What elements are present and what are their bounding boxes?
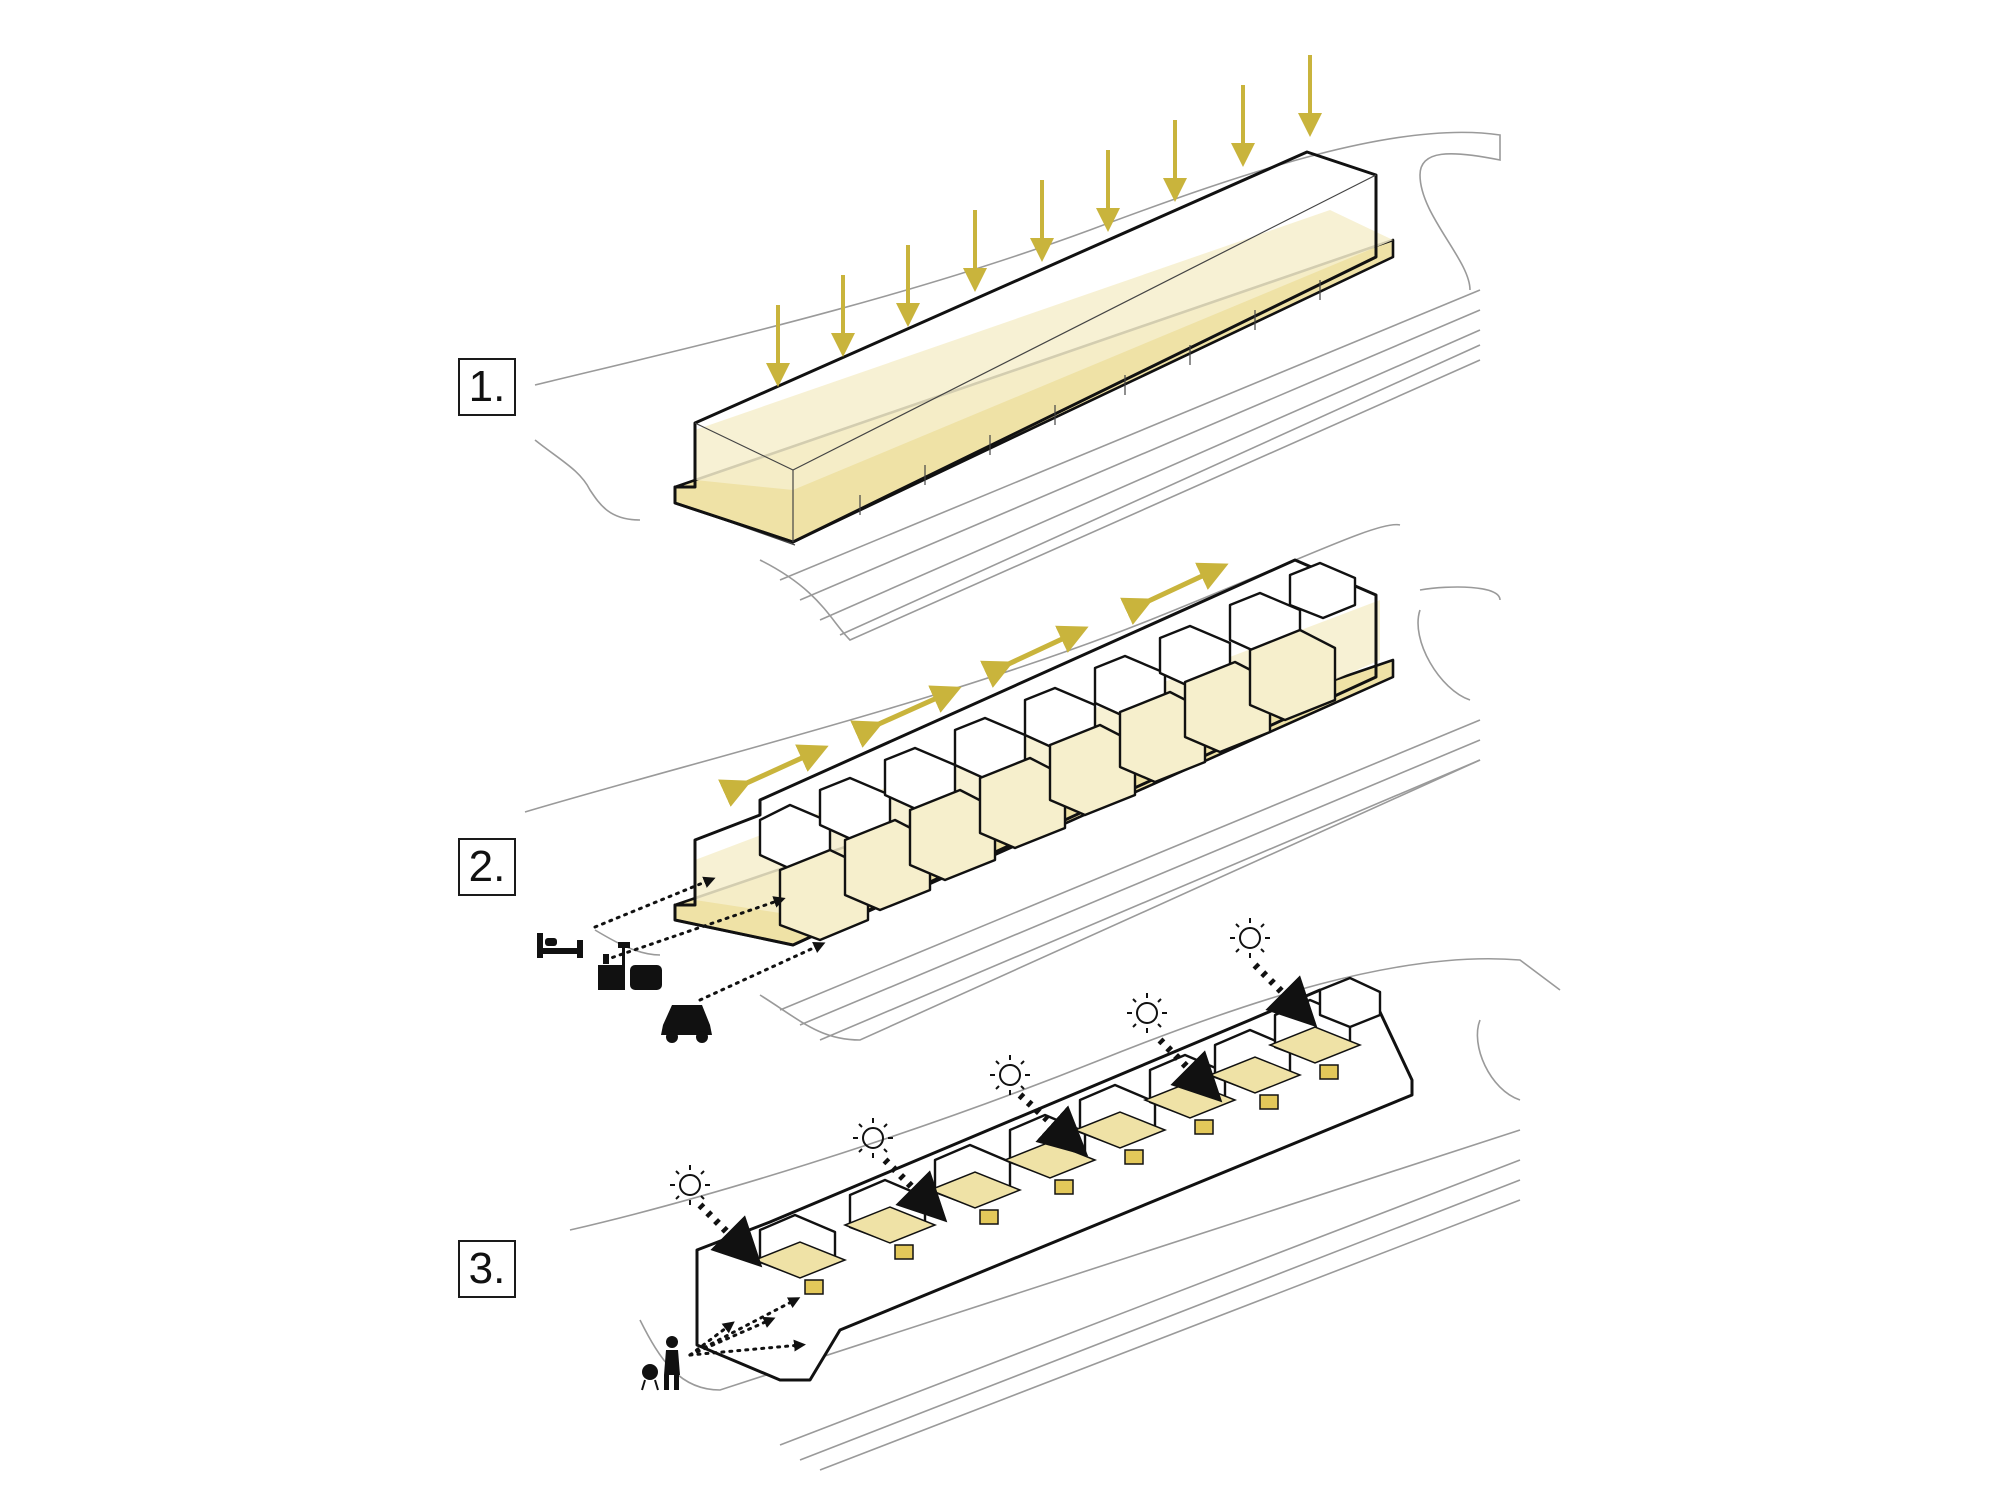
double-arrow-icon [1120,562,1229,625]
step-label-2: 2. [458,838,516,896]
sun-icon [990,1055,1030,1095]
program-dotted-lines [593,876,826,1002]
living-room-icon [598,942,662,990]
step-label-1: 1. [458,358,516,416]
step-2-diagram [524,523,1501,1043]
double-arrow-icon [850,685,962,748]
site-context-lines [534,131,1501,641]
floor-divisions [859,280,1321,515]
windows [804,1064,1339,1295]
person-barbecue-icon [641,1336,680,1391]
ground-slab [673,238,1395,544]
outdoor-dotted-lines [688,1297,806,1357]
step-3-diagram [569,918,1561,1471]
sun-dotted-arrows [697,962,1318,1268]
sun-icons [670,918,1270,1205]
sun-icon [853,1118,893,1158]
step-label-3: 3. [458,1240,516,1298]
sun-icon [1127,993,1167,1033]
sun-icon [670,1165,710,1205]
car-icon [661,1005,712,1043]
double-headed-arrows [718,562,1229,807]
step-1-diagram [534,55,1501,641]
housing-units [758,561,1357,942]
downward-arrows [766,55,1322,387]
bed-icon [537,933,583,958]
sun-icon [1230,918,1270,958]
double-arrow-icon [980,625,1089,688]
double-arrow-icon [718,744,829,807]
